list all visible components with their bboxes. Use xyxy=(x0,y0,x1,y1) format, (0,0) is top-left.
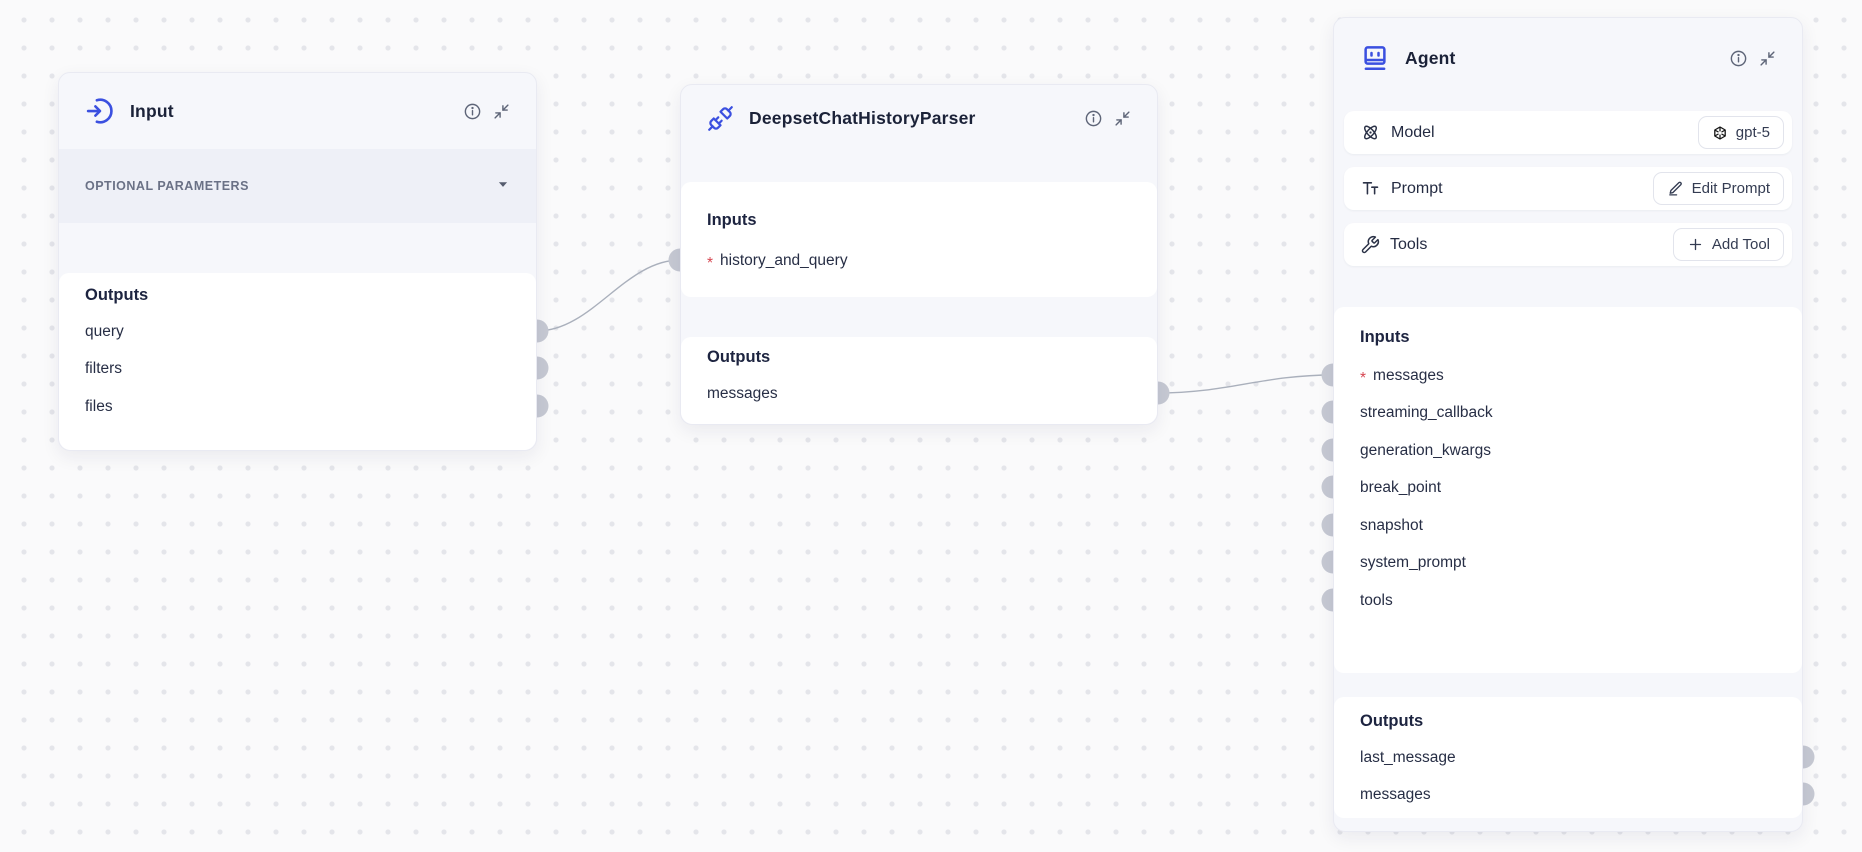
output-row-messages: messages xyxy=(707,384,778,402)
input-outputs-section: Outputs query filters files xyxy=(59,273,536,450)
collapse-icon[interactable] xyxy=(1759,50,1776,67)
input-row-system-prompt: system_prompt xyxy=(1360,554,1466,572)
add-tool-label: Add Tool xyxy=(1711,236,1770,253)
required-marker: * xyxy=(707,254,714,272)
model-label: Model xyxy=(1391,123,1435,141)
atom-icon xyxy=(1363,125,1378,140)
node-input[interactable]: Input OPTIONAL PARAMETERS Outputs query … xyxy=(58,72,537,451)
input-row-snapshot: snapshot xyxy=(1360,516,1423,534)
info-icon[interactable] xyxy=(463,102,482,121)
node-title: DeepsetChatHistoryParser xyxy=(749,107,976,128)
type-icon xyxy=(1362,182,1379,195)
output-row-query: query xyxy=(85,322,124,340)
inputs-header: Inputs xyxy=(1360,328,1410,346)
optional-parameters-toggle[interactable]: OPTIONAL PARAMETERS xyxy=(59,149,536,223)
edit-prompt-button[interactable]: Edit Prompt xyxy=(1652,172,1784,205)
node-title: Input xyxy=(130,100,174,121)
edit-prompt-label: Edit Prompt xyxy=(1691,180,1770,197)
info-icon[interactable] xyxy=(1084,109,1103,128)
outputs-header: Outputs xyxy=(85,286,149,304)
plug-icon xyxy=(707,105,734,132)
required-marker: * xyxy=(1360,369,1367,387)
inputs-header: Inputs xyxy=(707,211,757,229)
edge-query-to-history-and-query[interactable] xyxy=(536,259,681,332)
plus-icon xyxy=(1689,238,1702,251)
model-select-button[interactable]: gpt-5 xyxy=(1697,116,1784,149)
prompt-row: Prompt Edit Prompt xyxy=(1344,167,1792,210)
optional-parameters-label: OPTIONAL PARAMETERS xyxy=(85,179,249,193)
input-row-history-and-query: * history_and_query xyxy=(707,251,848,272)
model-value: gpt-5 xyxy=(1735,124,1770,141)
output-row-messages: messages xyxy=(1360,786,1431,804)
outputs-header: Outputs xyxy=(707,348,771,366)
model-row: Model gpt-5 xyxy=(1344,111,1792,154)
output-row-files: files xyxy=(85,397,113,415)
node-deepset-chat-history-parser[interactable]: DeepsetChatHistoryParser Inputs * histor… xyxy=(680,84,1158,425)
prompt-label: Prompt xyxy=(1391,179,1443,197)
agent-outputs-section: Outputs last_message messages xyxy=(1334,697,1802,818)
agent-inputs-section: Inputs * messages streaming_callback gen… xyxy=(1334,307,1802,673)
input-row-streaming-callback: streaming_callback xyxy=(1360,404,1493,422)
parser-inputs-section: Inputs * history_and_query xyxy=(681,182,1157,297)
robot-face-icon xyxy=(1360,43,1390,73)
node-input-header: Input xyxy=(59,73,536,149)
openai-logo-icon xyxy=(1713,125,1726,140)
node-parser-header: DeepsetChatHistoryParser xyxy=(681,85,1157,151)
info-icon[interactable] xyxy=(1729,49,1748,68)
input-row-messages: * messages xyxy=(1360,366,1444,387)
output-row-filters: filters xyxy=(85,360,123,378)
tools-row: Tools Add Tool xyxy=(1344,223,1792,266)
outputs-header: Outputs xyxy=(1360,712,1424,730)
collapse-icon[interactable] xyxy=(493,103,510,120)
add-tool-button[interactable]: Add Tool xyxy=(1672,228,1784,261)
parser-outputs-section: Outputs messages xyxy=(681,337,1157,424)
input-row-break-point: break_point xyxy=(1360,479,1442,497)
pencil-icon xyxy=(1668,181,1682,196)
wrench-icon xyxy=(1361,235,1380,253)
input-row-generation-kwargs: generation_kwargs xyxy=(1360,441,1491,459)
input-row-tools: tools xyxy=(1360,591,1393,609)
collapse-icon[interactable] xyxy=(1114,110,1131,127)
node-agent[interactable]: Agent Model xyxy=(1333,17,1803,832)
chevron-down-icon xyxy=(496,177,510,196)
tools-label: Tools xyxy=(1390,235,1428,253)
node-title: Agent xyxy=(1405,47,1456,68)
node-agent-header: Agent xyxy=(1334,18,1802,98)
output-row-last-message: last_message xyxy=(1360,748,1456,766)
arrow-into-circle-icon xyxy=(85,96,115,126)
edge-messages-to-messages[interactable] xyxy=(1157,374,1334,394)
